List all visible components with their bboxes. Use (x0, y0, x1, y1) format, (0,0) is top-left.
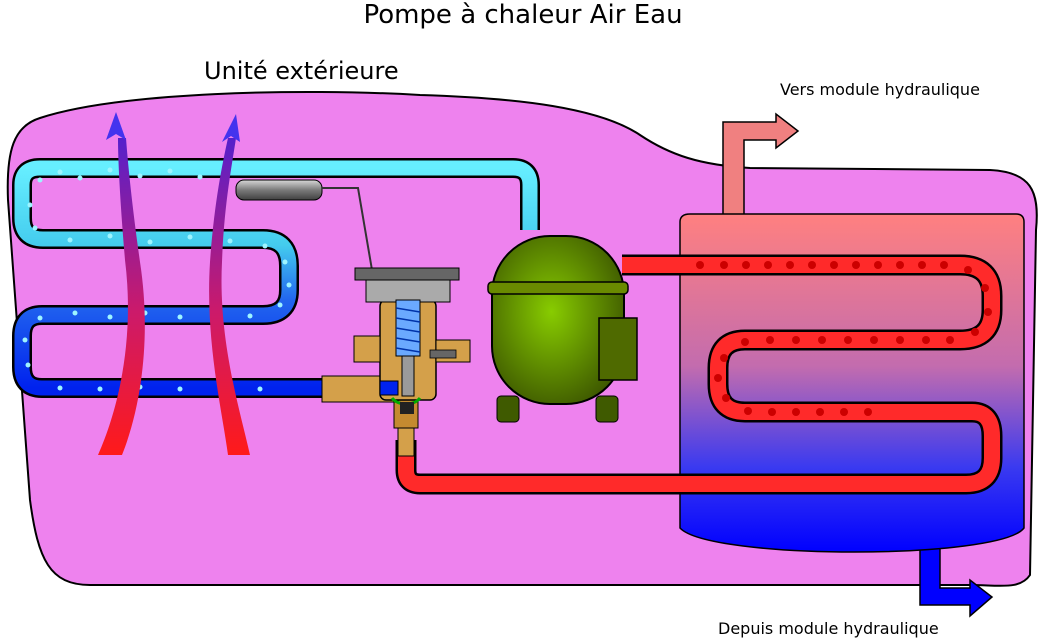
diagram-title: Pompe à chaleur Air Eau (363, 0, 683, 30)
thermostatic-bulb (235, 179, 323, 201)
outlet-label: Vers module hydraulique (780, 80, 980, 99)
evaporator-droplets (22, 167, 292, 392)
inlet-label: Depuis module hydraulique (718, 619, 939, 638)
outdoor-unit-label: Unité extérieure (204, 57, 399, 85)
expansion-valve (321, 267, 471, 457)
condenser-droplets (696, 261, 992, 416)
airflow-arrows (98, 112, 250, 455)
hot-water-outlet-pipe (722, 112, 800, 229)
compressor (487, 235, 638, 423)
water-tank (679, 213, 1025, 553)
capillary-tube (322, 187, 373, 271)
